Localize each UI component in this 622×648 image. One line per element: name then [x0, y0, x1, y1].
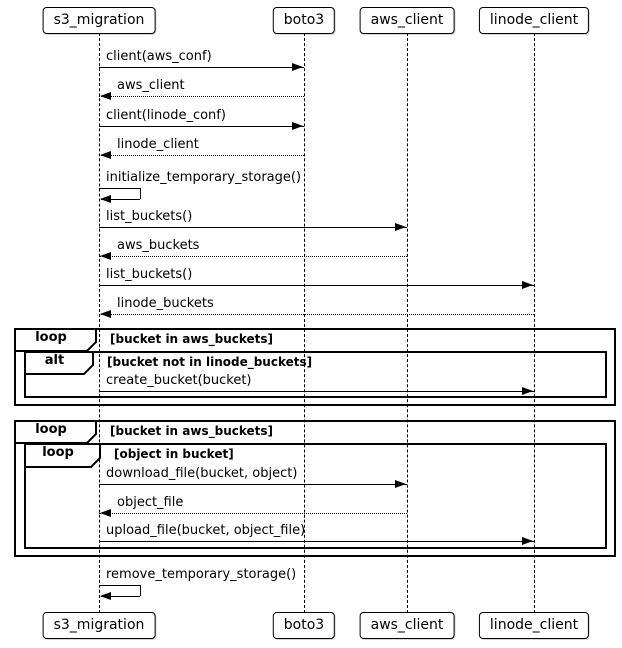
- frame-type-label: loop: [35, 330, 67, 345]
- self-message-bottom: [101, 199, 140, 200]
- message-label: list_buckets(): [106, 209, 193, 224]
- message-label: create_bucket(bucket): [106, 373, 252, 388]
- message-label: aws_buckets: [117, 238, 200, 253]
- call-message-line: [99, 541, 534, 542]
- message-label: download_file(bucket, object): [106, 466, 298, 481]
- message-label: upload_file(bucket, object_file): [106, 523, 306, 538]
- message-label: linode_client: [117, 137, 199, 152]
- return-message-line: [99, 155, 304, 156]
- frame-label-pentagon: [14, 328, 97, 352]
- call-arrowhead: [292, 62, 303, 71]
- message-label: remove_temporary_storage(): [106, 567, 297, 582]
- call-arrowhead: [522, 386, 533, 395]
- lifeline-boto3: [304, 33, 305, 613]
- return-arrowhead: [100, 508, 111, 517]
- participant-bottom-boto3: boto3: [272, 612, 336, 639]
- frame-guard-label: [bucket in aws_buckets]: [110, 332, 274, 346]
- alt-frame: [24, 351, 607, 398]
- message-label: aws_client: [117, 78, 185, 93]
- participant-top-boto3: boto3: [272, 7, 336, 34]
- participant-bottom-aws_client: aws_client: [359, 612, 455, 639]
- message-label: list_buckets(): [106, 267, 193, 282]
- participant-top-linode_client: linode_client: [478, 7, 590, 34]
- return-message-line: [99, 96, 304, 97]
- message-label: initialize_temporary_storage(): [106, 170, 302, 185]
- frame-type-label: alt: [44, 353, 65, 368]
- self-message-side: [140, 188, 141, 199]
- call-message-line: [99, 227, 407, 228]
- call-arrowhead: [395, 222, 406, 231]
- loop-frame: [24, 443, 607, 549]
- loop-frame: [14, 328, 616, 406]
- call-message-line: [99, 391, 534, 392]
- frame-guard-label: [object in bucket]: [114, 447, 234, 461]
- frame-guard-label: [bucket not in linode_buckets]: [107, 355, 313, 369]
- self-message-top: [99, 585, 140, 586]
- self-message-side: [140, 585, 141, 596]
- call-arrowhead: [522, 280, 533, 289]
- return-arrowhead: [100, 251, 111, 260]
- participant-bottom-linode_client: linode_client: [478, 612, 590, 639]
- call-message-line: [99, 484, 407, 485]
- lifeline-linode_client: [534, 33, 535, 613]
- self-message-arrowhead: [100, 592, 111, 600]
- message-label: client(linode_conf): [106, 108, 226, 123]
- call-arrowhead: [522, 536, 533, 545]
- return-message-line: [99, 513, 407, 514]
- participant-top-aws_client: aws_client: [359, 7, 455, 34]
- frame-type-label: loop: [42, 445, 74, 460]
- call-arrowhead: [292, 121, 303, 130]
- message-label: client(aws_conf): [106, 49, 212, 64]
- lifeline-s3_migration: [99, 33, 100, 613]
- frame-label-pentagon: [24, 351, 94, 375]
- return-arrowhead: [100, 309, 111, 318]
- participant-bottom-s3_migration: s3_migration: [42, 612, 156, 639]
- frame-label-pentagon: [24, 443, 101, 468]
- frame-type-label: loop: [35, 422, 67, 437]
- call-message-line: [99, 285, 534, 286]
- lifeline-aws_client: [407, 33, 408, 613]
- call-message-line: [99, 126, 304, 127]
- participant-top-s3_migration: s3_migration: [42, 7, 156, 34]
- self-message-top: [99, 188, 140, 189]
- message-label: linode_buckets: [117, 296, 214, 311]
- return-message-line: [99, 256, 407, 257]
- return-message-line: [99, 314, 534, 315]
- frame-label-pentagon: [14, 420, 97, 444]
- return-arrowhead: [100, 150, 111, 159]
- call-message-line: [99, 67, 304, 68]
- loop-frame: [14, 420, 616, 557]
- self-message-bottom: [101, 596, 140, 597]
- return-arrowhead: [100, 91, 111, 100]
- frame-guard-label: [bucket in aws_buckets]: [110, 424, 274, 438]
- call-arrowhead: [395, 479, 406, 488]
- self-message-arrowhead: [100, 195, 111, 203]
- message-label: object_file: [117, 495, 184, 510]
